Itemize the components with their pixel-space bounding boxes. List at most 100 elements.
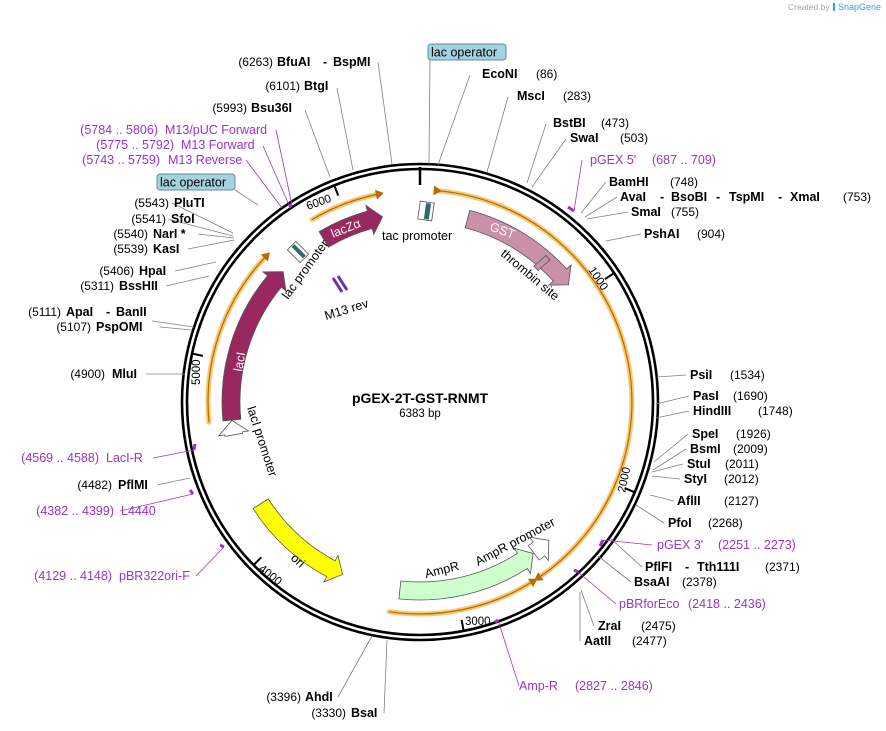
- site-name: SpeI: [692, 427, 718, 441]
- site-bfuai: (6263) BfuAI - BspMI: [238, 55, 370, 69]
- m13-rev-mark: [331, 277, 344, 293]
- leader-lines: [119, 59, 690, 714]
- lac-operator-box-left: lac operator: [156, 173, 236, 191]
- feature-arrow-lacza: [318, 204, 383, 248]
- site-name: PluTI: [174, 196, 205, 210]
- primer-pgex-3: pGEX 3' (2251 .. 2273): [657, 538, 796, 552]
- site-ahdi: (3396) AhdI: [266, 690, 332, 704]
- feature-arrow-gst: [464, 209, 572, 286]
- site-separator: -: [716, 190, 720, 204]
- leader-line: [197, 233, 235, 239]
- orf-arc-arrowhead: [527, 578, 538, 588]
- site-position: (1748): [758, 404, 793, 418]
- primer-binding-mark: [573, 568, 579, 574]
- leader-line: [174, 261, 217, 272]
- primer-binding-mark: [288, 203, 293, 209]
- leader-line: [119, 493, 194, 512]
- site-position: (1534): [730, 368, 765, 382]
- site-name: BfuAI: [277, 55, 310, 69]
- orf-arc-line: [436, 190, 633, 579]
- feature-arrow-ori: [252, 498, 344, 583]
- site-position: (5406): [99, 264, 134, 278]
- leader-line: [605, 233, 642, 242]
- site-apai: (5111) ApaI - BanII: [28, 305, 146, 319]
- site-separator: -: [660, 190, 664, 204]
- site-position: (5543): [134, 196, 169, 210]
- primer-pbr322ori-f: (4129 .. 4148) pBR322ori-F: [34, 569, 190, 583]
- site-position: (2127): [724, 494, 759, 508]
- ruler-label-3000: 3000: [465, 616, 491, 628]
- site-name: BstBI: [553, 116, 586, 130]
- site-pshai: PshAI (904): [644, 227, 725, 241]
- lac-operator-mark-left: [291, 244, 306, 259]
- site-name: ApaI: [66, 305, 93, 319]
- leader-line: [653, 433, 689, 463]
- primer-m13-forward: (5775 .. 5792) M13 Forward: [96, 138, 255, 152]
- primer-name: pGEX 3': [657, 538, 703, 552]
- primer-laci-r: (4569 .. 4588) LacI-R: [21, 451, 143, 465]
- leader-line: [584, 196, 618, 218]
- site-position: (2268): [708, 516, 743, 530]
- primer-name: Amp-R: [519, 679, 558, 693]
- leader-line: [437, 74, 471, 166]
- leader-line: [165, 275, 210, 287]
- thrombin-site-mark: [533, 254, 551, 272]
- primer-binding-mark: [188, 489, 195, 495]
- site-name: PasI: [693, 389, 719, 403]
- ruler-label-5000: 5000: [191, 359, 203, 385]
- site-name-2: BspMI: [333, 55, 371, 69]
- leader-line: [586, 211, 629, 220]
- primer-l4440: (4382 .. 4399) L4440: [36, 504, 156, 518]
- orf-arc-arrowhead: [260, 252, 270, 262]
- leader-line: [602, 539, 653, 546]
- primer-range: (5784 .. 5806): [80, 123, 158, 137]
- primer-name: M13/pUC Forward: [165, 123, 267, 137]
- ruler-tick: [333, 184, 340, 196]
- site-position: (2475): [641, 619, 676, 633]
- snapgene-logo-icon: [833, 3, 835, 11]
- primer-range: (2418 .. 2436): [688, 597, 766, 611]
- small-features: [286, 200, 551, 293]
- primer-binding-mark: [219, 543, 225, 549]
- leader-line: [337, 635, 373, 698]
- site-name-2: BsoBI: [671, 190, 707, 204]
- leader-line: [245, 159, 283, 209]
- primer-range: (687 .. 709): [652, 153, 716, 167]
- site-position: (5107): [56, 320, 91, 334]
- leader-line: [531, 138, 567, 188]
- site-position: (283): [563, 89, 591, 103]
- primer-pgex-5: pGEX 5' (687 .. 709): [590, 153, 716, 167]
- site-position: (2371): [765, 560, 800, 574]
- leader-line: [336, 87, 354, 171]
- primer-name: L4440: [121, 504, 156, 518]
- site-position: (2378): [682, 575, 717, 589]
- orf-arc-line: [389, 580, 534, 615]
- site-name: BtgI: [304, 79, 328, 93]
- leader-line: [195, 546, 225, 577]
- site-name: ZraI: [598, 619, 621, 633]
- site-name: BssHII: [119, 279, 158, 293]
- site-name: PflFI: [645, 560, 672, 574]
- ruler-label-2000: 2000: [616, 466, 633, 494]
- leader-line: [651, 475, 681, 480]
- site-bamhi: BamHI (748): [609, 175, 698, 189]
- primer-range: (2251 .. 2273): [718, 538, 796, 552]
- site-separator: -: [778, 190, 782, 204]
- leader-line: [171, 202, 234, 234]
- orf-arc-arrowhead: [534, 572, 544, 581]
- leader-line: [597, 555, 632, 583]
- leader-line: [497, 619, 520, 687]
- leader-line: [151, 320, 195, 328]
- site-name: SwaI: [570, 131, 599, 145]
- primer-range: (5775 .. 5792): [96, 138, 174, 152]
- site-name: PflMI: [118, 478, 148, 492]
- orf-arc-line: [311, 193, 380, 221]
- site-aflii: AflII (2127): [677, 494, 759, 508]
- primer-binding-mark: [192, 443, 197, 451]
- feature-label-tac-promoter: tac promoter: [382, 229, 452, 243]
- leader-line: [428, 59, 431, 165]
- site-position: (5311): [80, 279, 114, 293]
- site-mlui: (4900) MluI: [70, 367, 137, 381]
- leader-line: [655, 410, 690, 419]
- leader-line: [304, 109, 331, 178]
